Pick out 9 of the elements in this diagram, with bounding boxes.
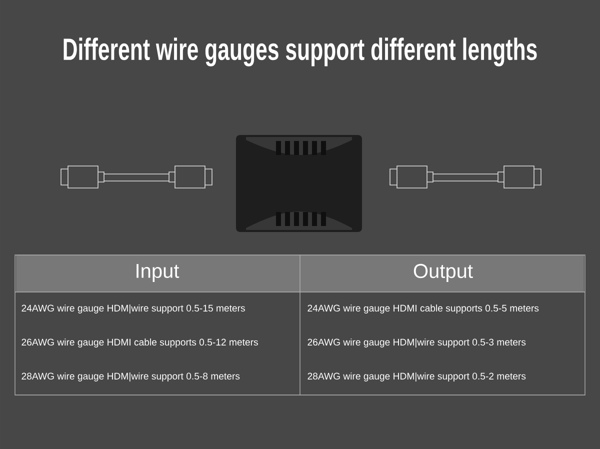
table-cell: 28AWG wire gauge HDM|wire support 0.5-2 meters [308, 372, 526, 382]
title: Different wire gauges support different lengths [64, 38, 537, 66]
table-cell: 24AWG wire gauge HDM|wire support 0.5-15 meters [22, 304, 245, 314]
column-header: Input [136, 264, 180, 282]
column-header: Output [414, 264, 473, 282]
table-cell: 24AWG wire gauge HDMI cable supports 0.5-5 meters [308, 304, 539, 314]
table-cell: 28AWG wire gauge HDM|wire support 0.5-8 meters [22, 372, 240, 382]
table-cell: 26AWG wire gauge HDMI cable supports 0.5-12 meters [22, 338, 258, 348]
table-cell: 26AWG wire gauge HDM|wire support 0.5-3 meters [308, 338, 526, 348]
